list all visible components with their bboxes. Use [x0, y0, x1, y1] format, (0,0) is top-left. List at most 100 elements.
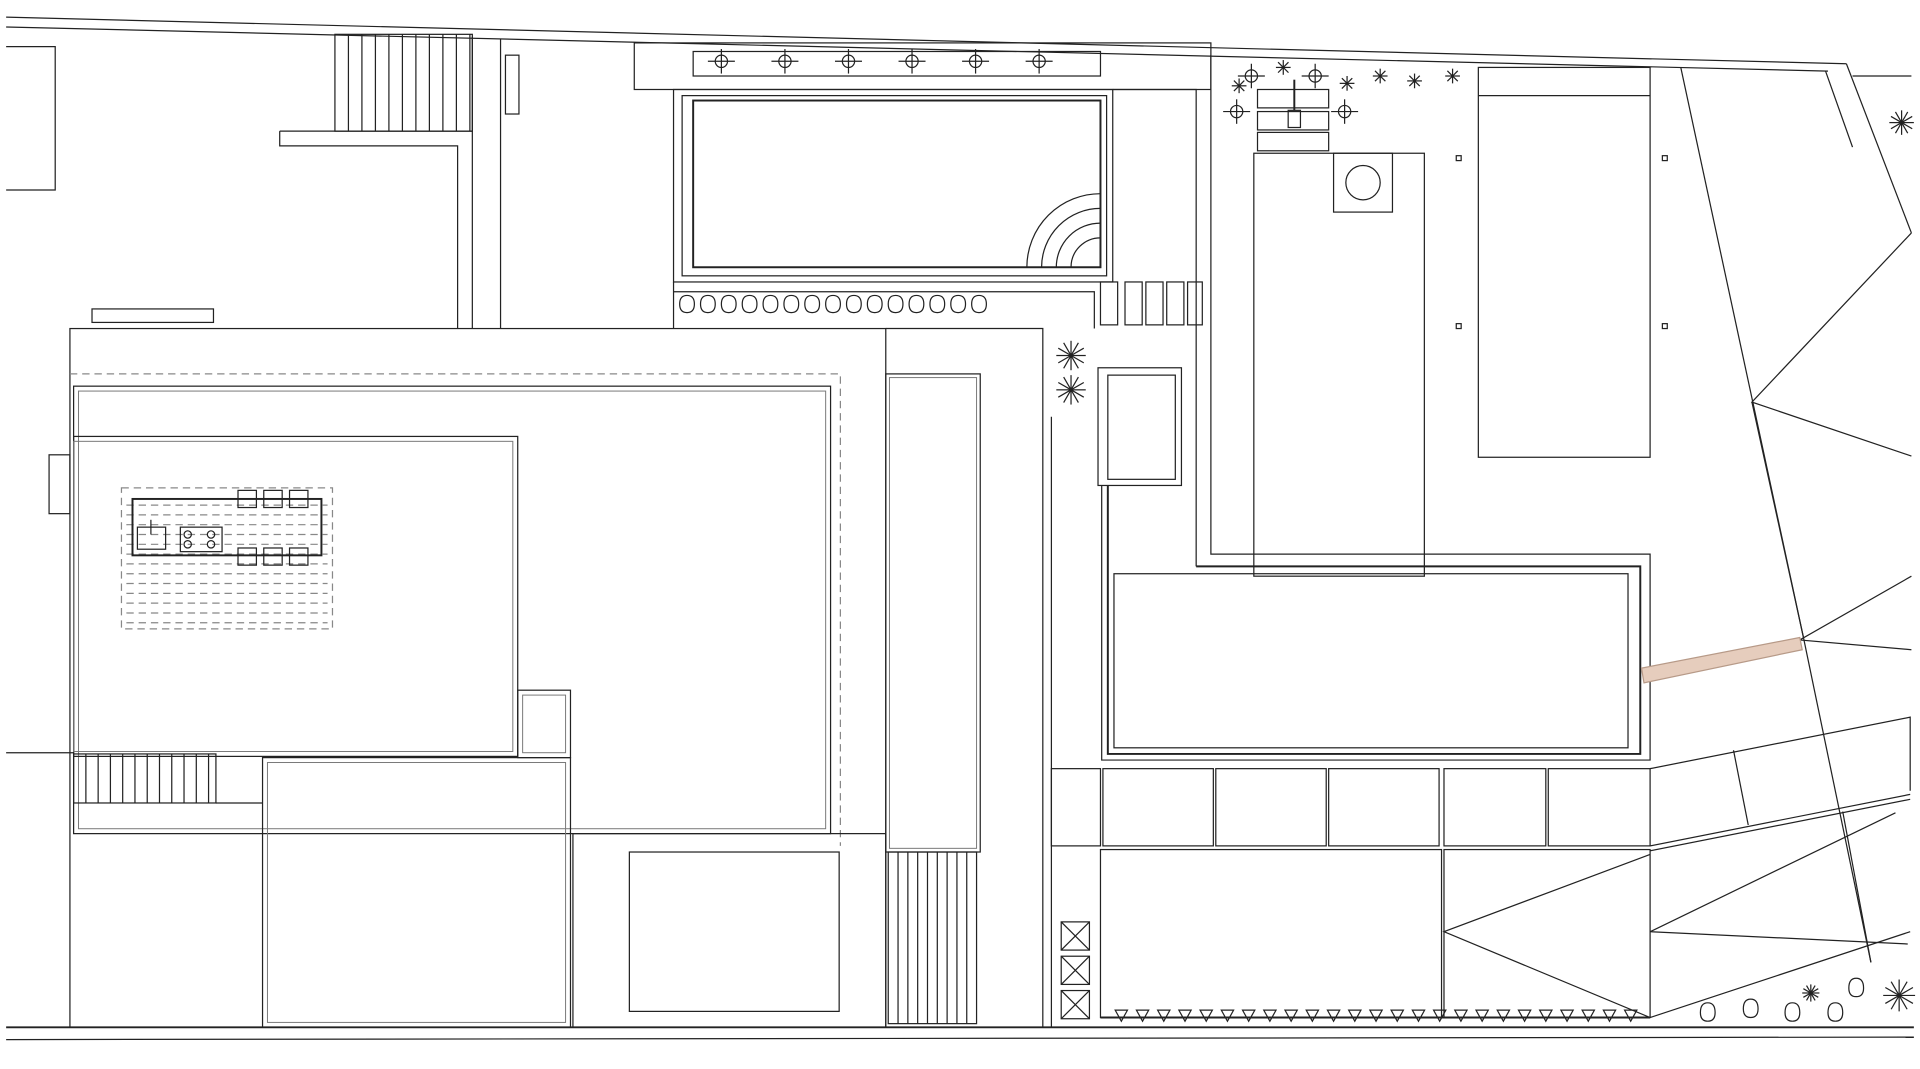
palm-icon [1346, 77, 1353, 84]
west-stairs [72, 753, 217, 804]
footbridge [1640, 636, 1803, 684]
palm-icon [1282, 66, 1289, 74]
palm-icon [1446, 75, 1454, 82]
north-west-structures [6, 33, 520, 329]
palm-icon [1341, 77, 1348, 84]
shrub-icon [1848, 977, 1865, 998]
palm-icon [1346, 82, 1353, 89]
palm-icon [1898, 981, 1908, 996]
triangle-planter-icon [1156, 1009, 1171, 1023]
palm-icon [1063, 355, 1072, 369]
shrub-icon [950, 294, 967, 314]
palm-icon [1070, 381, 1085, 391]
shrub-icon [679, 294, 696, 314]
east-building [1097, 55, 1668, 761]
shrub-icon [741, 294, 758, 314]
main-house [48, 327, 887, 1028]
triangle-planter-icon [1114, 1009, 1129, 1023]
shrub-icon [866, 294, 883, 314]
triangle-planter-icon [1283, 1009, 1299, 1023]
palm-icon [1890, 995, 1900, 1010]
palm-icon [1890, 115, 1902, 124]
triangle-planter-row [1114, 1009, 1638, 1023]
chair-icon [237, 489, 309, 566]
triangle-planter-icon [1390, 1009, 1405, 1023]
shrub-icon [887, 294, 904, 314]
palm-icon [1446, 70, 1454, 77]
triangle-planter-icon [1623, 1009, 1638, 1023]
palm-icon [1810, 992, 1819, 998]
palm-icon [1277, 61, 1284, 68]
shrub-icon [971, 294, 987, 314]
shrub-icon [1742, 998, 1759, 1019]
palm-icon [1898, 995, 1908, 1010]
palm-icon [1890, 122, 1902, 130]
shrub-icon [762, 294, 779, 314]
x-box-icon [1060, 989, 1091, 1020]
palm-icon [1057, 354, 1072, 364]
palm-icon [1414, 80, 1421, 87]
palm-icon [1374, 75, 1381, 82]
palm-icon [1277, 66, 1284, 74]
palm-icon [1070, 376, 1079, 391]
stepping-stones [1099, 281, 1203, 326]
shrub-icon [908, 294, 925, 314]
palm-icon [1070, 389, 1079, 403]
palm-icon [1063, 376, 1072, 391]
palm-icon [1890, 981, 1900, 996]
shrub-row [679, 294, 987, 314]
palm-icon [1805, 985, 1812, 994]
shrub-icon [699, 294, 716, 314]
palm-icon [1805, 992, 1812, 1001]
palm-icon [1374, 70, 1381, 77]
triangle-planter-icon [1262, 1009, 1278, 1023]
triangle-planter-icon [1581, 1009, 1596, 1023]
triangle-planter-icon [1199, 1009, 1214, 1023]
palm-icon [1070, 354, 1085, 364]
triangle-planter-icon [1602, 1009, 1617, 1023]
shrub-icon [1784, 1002, 1801, 1022]
triangle-planter-icon [1305, 1009, 1320, 1023]
triangle-planter-icon [1559, 1009, 1575, 1023]
palm-icon [1901, 122, 1909, 134]
palm-icon [1063, 342, 1072, 356]
kitchen-island [120, 487, 334, 630]
triangle-planter-icon [1326, 1009, 1341, 1023]
shrub-icon [783, 294, 800, 314]
shrub-icon [720, 294, 737, 314]
palm-icon [1894, 122, 1903, 134]
east-landscape [1640, 67, 1916, 1022]
shrub-icon [929, 294, 946, 314]
palm-icon [1414, 75, 1421, 82]
triangle-planter-icon [1368, 1009, 1384, 1023]
palm-icon [1057, 381, 1072, 391]
palm-icon [1898, 986, 1914, 996]
side-corridor [885, 327, 1086, 1028]
north-stairs [334, 33, 473, 132]
palm-icon [1885, 986, 1900, 996]
triangle-planter-icon [1474, 1009, 1490, 1023]
palm-icon [1238, 85, 1245, 92]
x-box-icon [1060, 921, 1091, 951]
palm-icon [1341, 82, 1348, 89]
palm-icon [1810, 992, 1816, 1001]
palm-icon [1452, 70, 1459, 77]
shrub-icon [845, 294, 862, 314]
triangle-planter-icon [1411, 1009, 1426, 1023]
palm-icon [1070, 355, 1079, 369]
palm-icon [1901, 111, 1909, 123]
palm-icon [1057, 347, 1072, 357]
palm-icon [1803, 992, 1812, 998]
palm-icon [1885, 994, 1900, 1004]
triangle-planter-icon [1538, 1009, 1553, 1023]
palm-icon [1901, 122, 1913, 130]
palm-icon [1070, 389, 1085, 398]
palm-icon [1898, 994, 1914, 1004]
stove-icon [179, 526, 223, 553]
palm-icon [1057, 389, 1072, 398]
palm-icon [1810, 988, 1819, 994]
palm-icon [1803, 988, 1812, 994]
palm-icon [1238, 80, 1245, 87]
south-stairs [887, 851, 978, 1025]
